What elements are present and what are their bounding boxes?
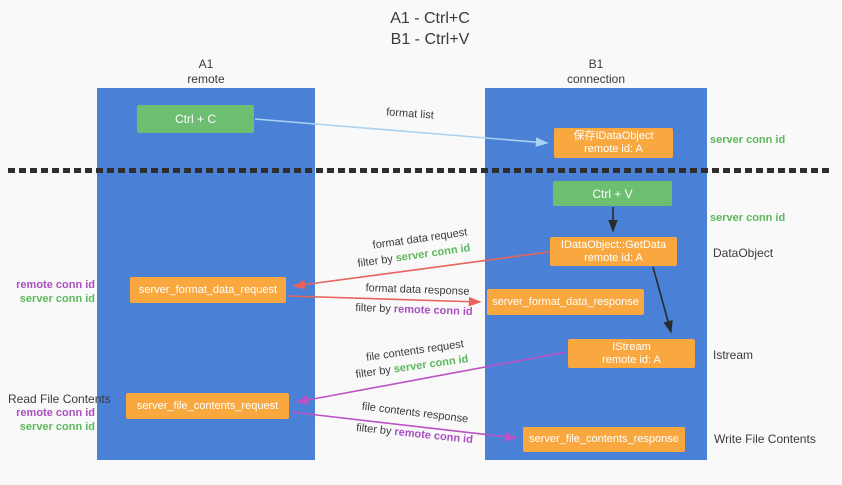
label-dataobject: DataObject bbox=[713, 246, 774, 260]
node-save-idataobject: 保存IDataObject remote id: A bbox=[554, 128, 673, 158]
node-server-format-data-request: server_format_data_request bbox=[130, 277, 286, 303]
arrow-label-format-list: format list bbox=[385, 106, 435, 122]
label-server-conn-id-1: server conn id bbox=[19, 293, 95, 305]
node-save-idataobject-line2: remote id: A bbox=[584, 143, 643, 155]
node-file-request-label: server_file_contents_request bbox=[136, 399, 279, 412]
node-server-file-contents-response: server_file_contents_response bbox=[523, 427, 685, 452]
filter-by-text-2: filter by bbox=[355, 301, 392, 316]
node-format-request-label: server_format_data_request bbox=[138, 283, 278, 296]
label-istream: Istream bbox=[713, 348, 754, 362]
node-ctrl-v-label: Ctrl + V bbox=[592, 186, 633, 201]
node-ctrl-c-label: Ctrl + C bbox=[174, 112, 216, 126]
title-line-2: B1 - Ctrl+V bbox=[390, 31, 470, 48]
node-istream-line1: IStream bbox=[612, 340, 651, 353]
label-server-conn-id-top: server conn id bbox=[710, 134, 786, 146]
column-header-b1: B1 connection bbox=[526, 57, 666, 87]
filter-by-text-4: filter by bbox=[355, 421, 393, 438]
node-idataobject-getdata: IDataObject::GetData remote id: A bbox=[550, 237, 677, 266]
filter-by-text-1: filter by bbox=[356, 253, 394, 270]
node-server-format-data-response: server_format_data_response bbox=[487, 289, 644, 315]
node-file-response-label: server_file_contents_response bbox=[529, 433, 679, 445]
label-server-conn-id-mid: server conn id bbox=[710, 212, 786, 224]
label-pair-format: remote conn id server conn id bbox=[0, 278, 95, 306]
node-save-idataobject-line1: 保存IDataObject bbox=[573, 130, 654, 142]
filter-by-text-3: filter by bbox=[354, 364, 392, 381]
node-ctrl-c: Ctrl + C bbox=[137, 105, 254, 133]
node-getdata-line2: remote id: A bbox=[584, 251, 643, 264]
column-a1-subtitle: remote bbox=[187, 72, 225, 86]
column-header-a1: A1 remote bbox=[136, 57, 276, 87]
title-line-1: A1 - Ctrl+C bbox=[390, 10, 470, 27]
copy-paste-divider-line bbox=[8, 168, 832, 173]
node-getdata-line1: IDataObject::GetData bbox=[560, 238, 667, 251]
column-a1-name: A1 bbox=[198, 57, 214, 71]
label-server-conn-id-2: server conn id bbox=[19, 421, 95, 433]
node-istream-line2: remote id: A bbox=[602, 353, 661, 366]
column-b1-subtitle: connection bbox=[566, 72, 626, 86]
label-write-file-contents: Write File Contents bbox=[714, 432, 816, 446]
column-b1-name: B1 bbox=[588, 57, 604, 71]
label-remote-conn-id-1: remote conn id bbox=[16, 279, 95, 291]
label-read-file-contents: Read File Contents bbox=[8, 392, 111, 406]
node-format-response-label: server_format_data_response bbox=[492, 295, 639, 308]
node-ctrl-v: Ctrl + V bbox=[553, 181, 672, 206]
filter-by-id-4: remote conn id bbox=[393, 425, 474, 447]
filter-by-id-2: remote conn id bbox=[393, 303, 473, 319]
label-pair-file: remote conn id server conn id bbox=[0, 406, 95, 434]
node-server-file-contents-request: server_file_contents_request bbox=[126, 393, 289, 419]
arrow-label-format-data-response: format data response bbox=[365, 282, 470, 298]
diagram-title: A1 - Ctrl+C B1 - Ctrl+V bbox=[310, 8, 550, 50]
label-remote-conn-id-2: remote conn id bbox=[16, 407, 95, 419]
node-istream: IStream remote id: A bbox=[568, 339, 695, 368]
